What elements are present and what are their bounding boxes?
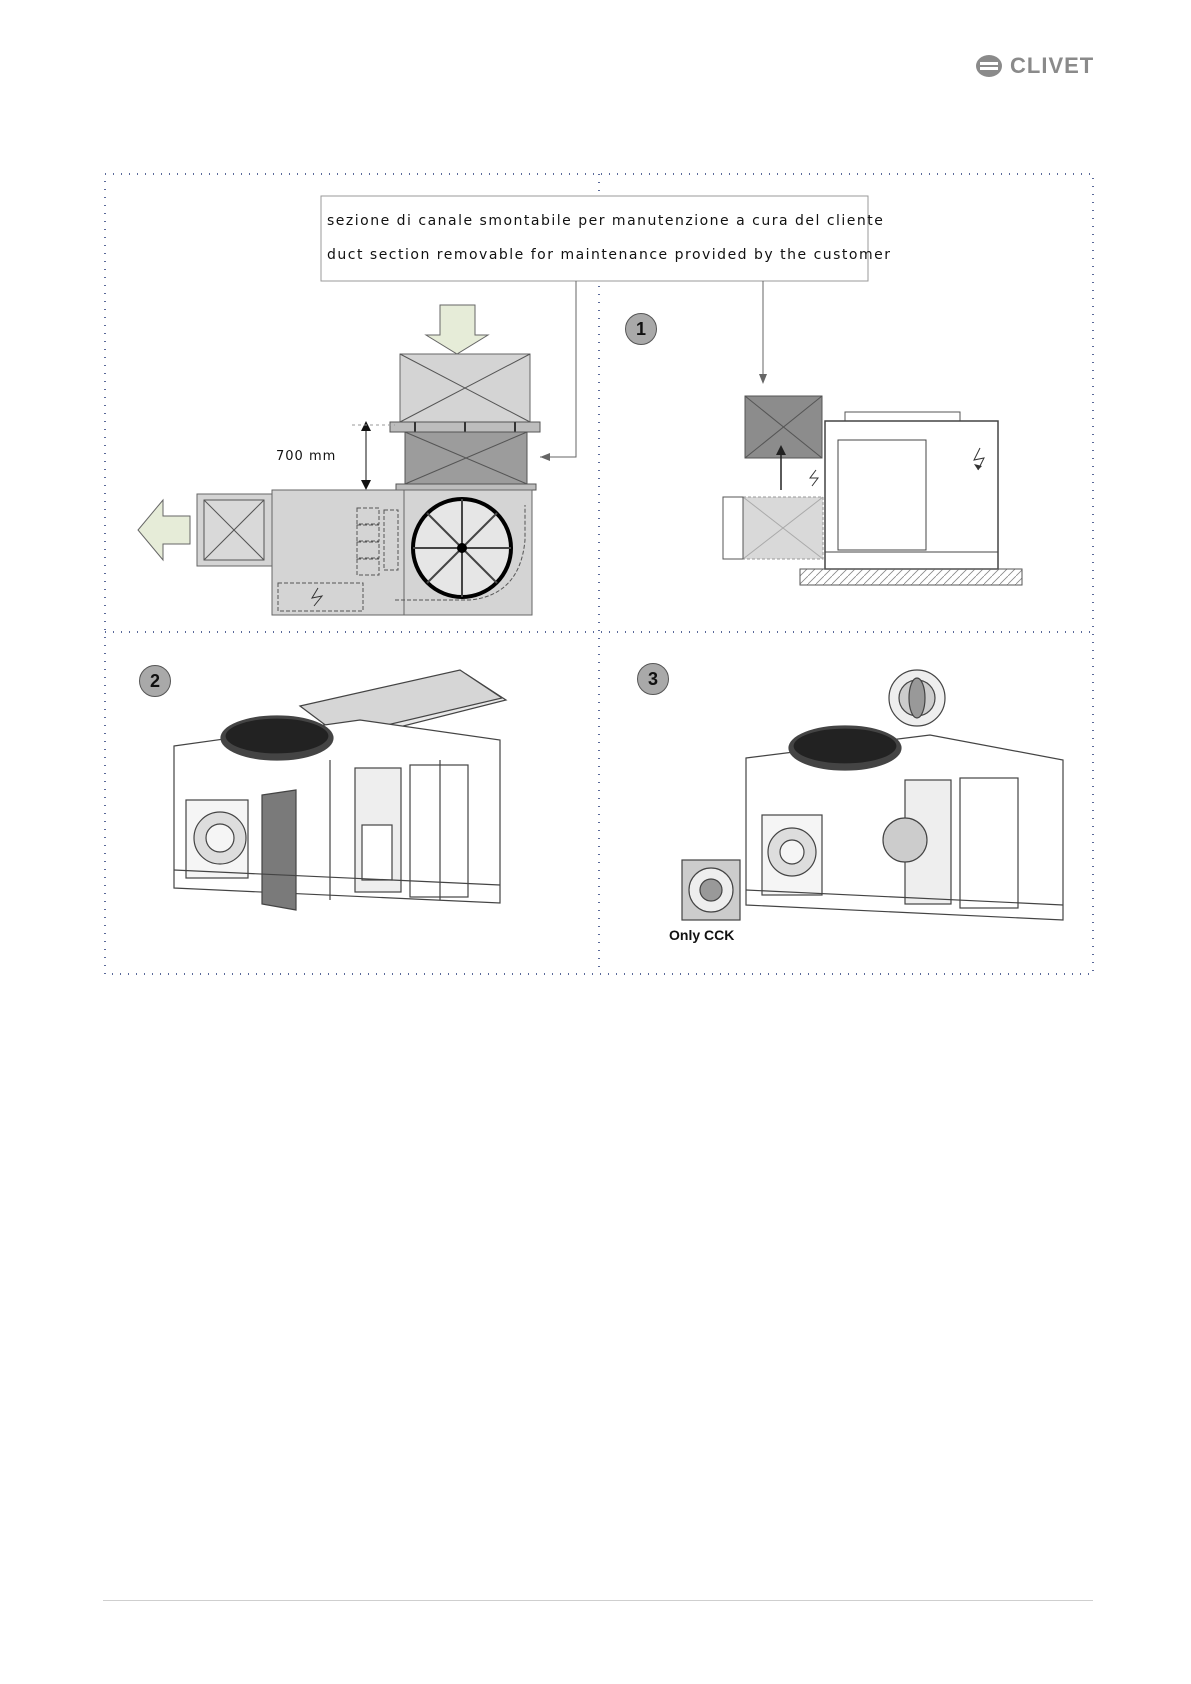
airflow-down-arrow [426, 305, 488, 354]
step-badge-3: 3 [637, 663, 669, 695]
callout-text-it: sezione di canale smontabile per manuten… [327, 213, 884, 229]
callout-box [321, 196, 868, 281]
leader-arrowhead [759, 374, 767, 384]
step-badge-1: 1 [625, 313, 657, 345]
side-view-drawing [723, 396, 1022, 585]
exploded-view-step-2 [174, 670, 506, 910]
exploded-view-step-3 [682, 670, 1063, 920]
step-3-caption: Only CCK [669, 927, 734, 943]
airflow-left-arrow [138, 500, 190, 560]
leader-arrowhead [540, 453, 550, 461]
dimension-label: 700 mm [276, 449, 336, 464]
step-badge-2: 2 [139, 665, 171, 697]
footer-rule [103, 1600, 1093, 1601]
callout-leaders [540, 281, 763, 457]
plan-view-drawing [138, 305, 540, 615]
callout-text-en: duct section removable for maintenance p… [327, 247, 892, 263]
